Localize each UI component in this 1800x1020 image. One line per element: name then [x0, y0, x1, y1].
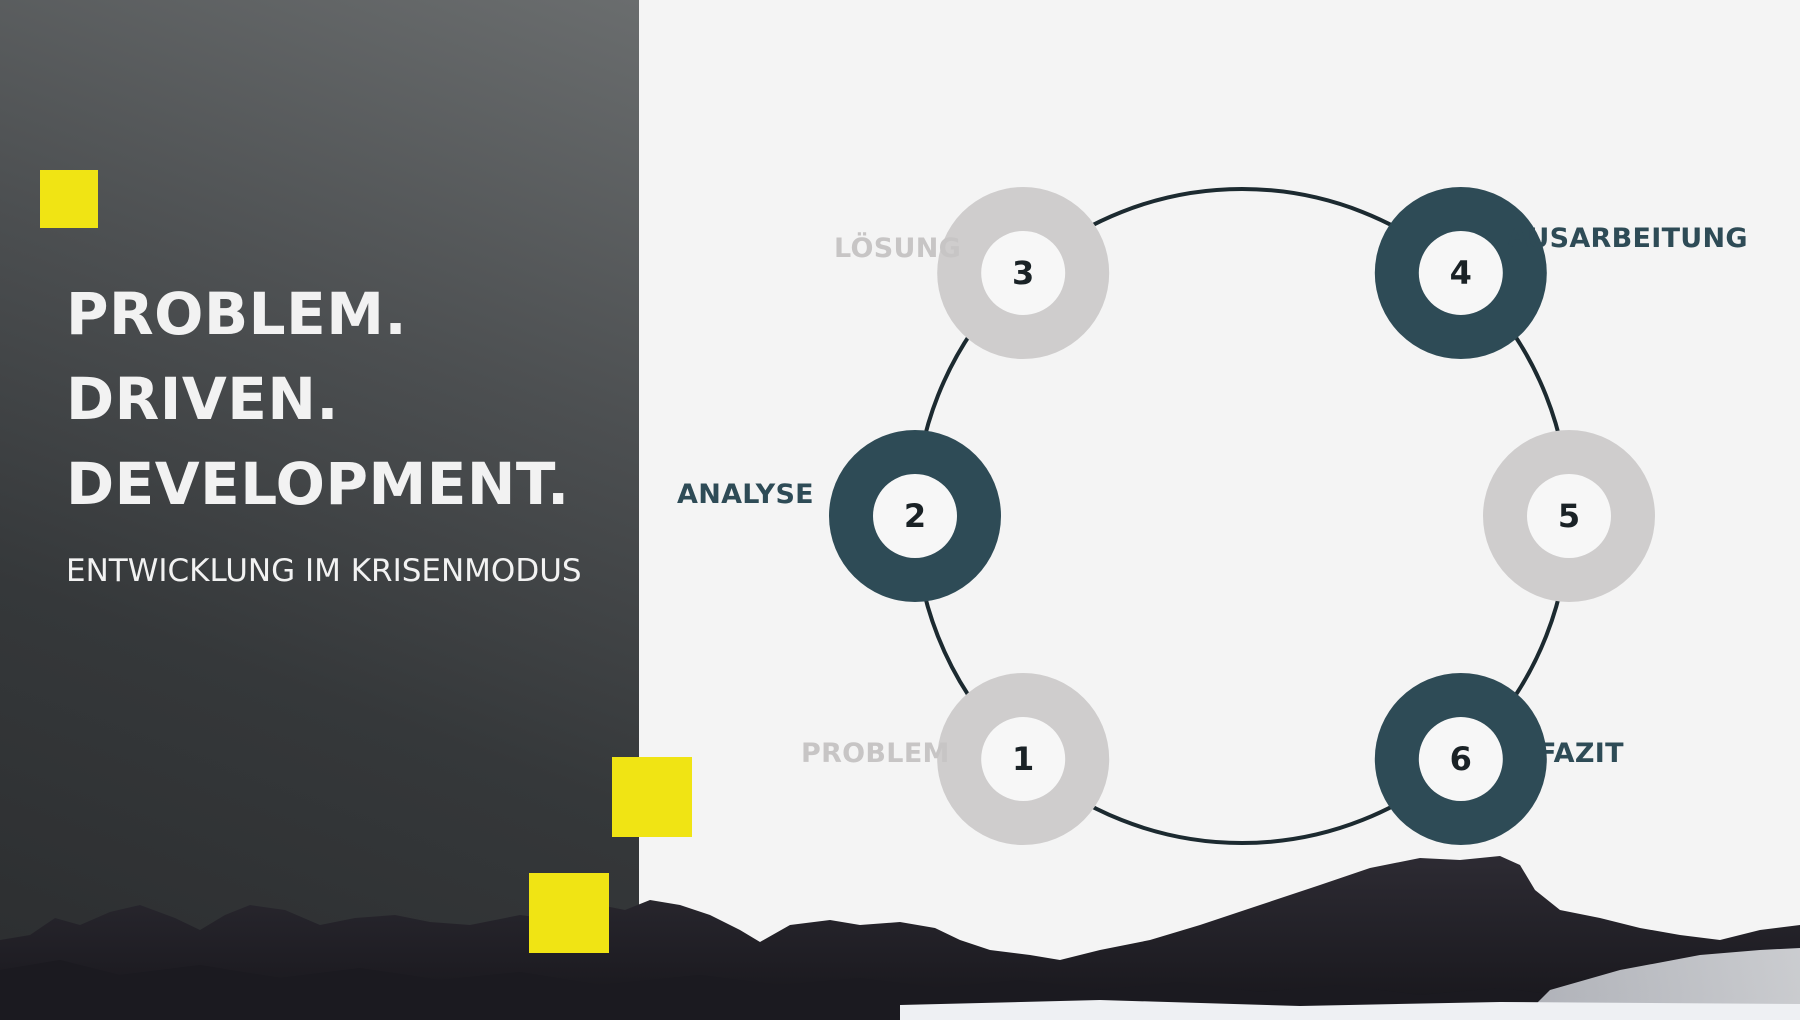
step-node-2: 2: [829, 430, 1001, 602]
title-line-1: PROBLEM.: [66, 280, 408, 348]
step-number-2: 2: [904, 497, 926, 535]
left-title-panel: [0, 0, 639, 1020]
slide-subtitle: ENTWICKLUNG IM KRISENMODUS: [66, 553, 582, 589]
step-number-3: 3: [1012, 254, 1034, 292]
step-center-4: [1418, 230, 1503, 315]
step-node-4: 4: [1374, 186, 1547, 359]
step-center-1: [981, 717, 1066, 802]
step-node-3: 3: [937, 186, 1110, 359]
step-label-6: FAZIT: [1538, 738, 1624, 769]
yellow-square-middle: [612, 757, 692, 837]
step-label-4: AUSARBEITUNG: [1507, 223, 1748, 254]
step-number-1: 1: [1012, 740, 1034, 778]
step-label-3: LÖSUNG: [834, 233, 962, 264]
step-node-1: 1: [937, 673, 1110, 846]
step-node-6: 6: [1374, 673, 1547, 846]
step-node-5: 5: [1483, 430, 1655, 602]
title-line-2: DRIVEN.: [66, 365, 339, 433]
title-line-3: DEVELOPMENT.: [66, 450, 570, 518]
step-center-3: [981, 230, 1066, 315]
step-number-6: 6: [1450, 740, 1472, 778]
slide-title: PROBLEM. DRIVEN. DEVELOPMENT.: [66, 272, 570, 527]
step-number-4: 4: [1450, 254, 1472, 292]
step-number-5: 5: [1558, 497, 1580, 535]
yellow-square-top: [40, 170, 98, 228]
step-label-1: PROBLEM: [801, 738, 950, 769]
step-center-6: [1418, 717, 1503, 802]
step-center-5: [1527, 474, 1611, 558]
step-label-2: ANALYSE: [677, 479, 814, 510]
step-center-2: [873, 474, 957, 558]
yellow-square-bottom: [529, 873, 609, 953]
